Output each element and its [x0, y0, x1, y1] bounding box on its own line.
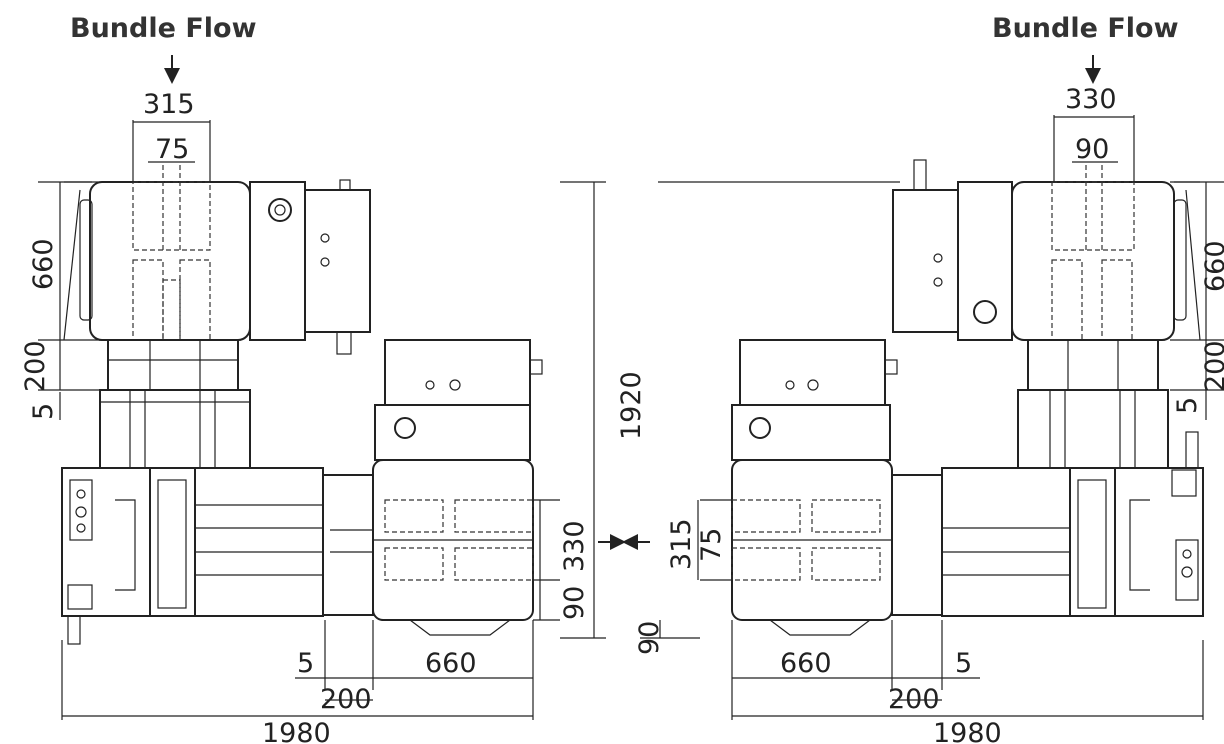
right-bundle-flow-title: Bundle Flow — [992, 13, 1179, 44]
left-press-body — [194, 467, 324, 617]
right-top-knob-icon — [973, 300, 997, 324]
left-switch-icon — [67, 584, 93, 610]
left-control-box — [304, 189, 371, 333]
left-dim-200-horizontal: 200 — [320, 684, 372, 715]
left-bundle-flow-title: Bundle Flow — [70, 13, 257, 44]
left-dim-660-vertical: 660 — [28, 238, 59, 290]
center-dim-1920: 1920 — [616, 371, 647, 440]
right-dim-5-vertical: 5 — [1172, 397, 1203, 414]
right-mid-block — [1027, 339, 1159, 391]
center-dimension — [560, 181, 900, 639]
left-dim-315: 315 — [143, 89, 195, 120]
right-dim-90: 90 — [1075, 134, 1109, 165]
left-top-knob-icon — [268, 198, 292, 222]
left-dimension-lines — [38, 120, 560, 720]
right-dim-315-vertical: 315 — [666, 518, 697, 570]
right-strapper-head — [739, 339, 886, 406]
left-top-housing — [89, 181, 251, 341]
left-feed-frame — [99, 389, 251, 471]
left-dim-5-vertical: 5 — [28, 403, 59, 420]
left-dim-200-vertical: 200 — [20, 340, 51, 392]
right-dim-75-vertical: 75 — [696, 528, 727, 562]
left-strapper-head — [384, 339, 531, 406]
right-press-body — [941, 467, 1071, 617]
left-dim-330-vertical: 330 — [559, 520, 590, 572]
right-strapper-knob-icon — [749, 417, 771, 439]
right-dimension-lines — [659, 115, 1224, 720]
right-dim-660-vertical: 660 — [1200, 240, 1224, 292]
left-dim-90-vertical: 90 — [559, 586, 590, 620]
right-machine — [731, 55, 1204, 636]
right-dim-330: 330 — [1065, 84, 1117, 115]
right-control-box — [892, 189, 959, 333]
left-top-side-panel — [249, 181, 306, 341]
right-dim-200-vertical: 200 — [1200, 340, 1224, 392]
right-top-side-panel — [957, 181, 1013, 341]
right-dim-5-horizontal: 5 — [955, 648, 972, 679]
left-dim-660-horizontal: 660 — [425, 648, 477, 679]
left-strapper-knob-icon — [394, 417, 416, 439]
left-lower-cabinet — [61, 467, 151, 617]
left-dim-75: 75 — [155, 134, 189, 165]
left-mid-block — [107, 339, 239, 391]
right-feed-frame — [1017, 389, 1169, 471]
right-dim-90-vertical: 90 — [634, 621, 665, 655]
right-lower-cabinet — [1114, 467, 1204, 617]
right-dim-660-horizontal: 660 — [780, 648, 832, 679]
right-dim-1980: 1980 — [933, 718, 1002, 744]
right-switch-icon — [1171, 469, 1197, 497]
left-dim-1980: 1980 — [262, 718, 331, 744]
right-top-housing — [1011, 181, 1175, 341]
left-dim-5-horizontal: 5 — [297, 648, 314, 679]
right-dim-200-horizontal: 200 — [888, 684, 940, 715]
left-machine — [61, 55, 543, 645]
